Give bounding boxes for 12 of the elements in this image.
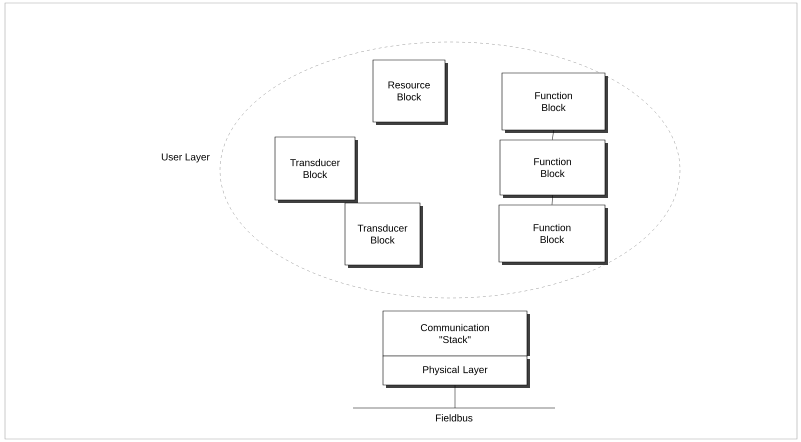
block-box: Function Block [500, 140, 608, 198]
connector-line [552, 130, 554, 140]
connector-line [454, 385, 456, 408]
block-box: Function Block [502, 72, 608, 133]
block-box: Communication "Stack" [382, 310, 530, 356]
block-box: Resource Block [372, 60, 448, 125]
connector-line [552, 195, 553, 205]
block-box: Transducer Block [344, 202, 423, 268]
block-box: Transducer Block [274, 136, 358, 203]
block-box: Physical Layer [382, 356, 530, 388]
bus-line: Fieldbus [352, 408, 556, 422]
block-box: Function Block [498, 204, 608, 265]
